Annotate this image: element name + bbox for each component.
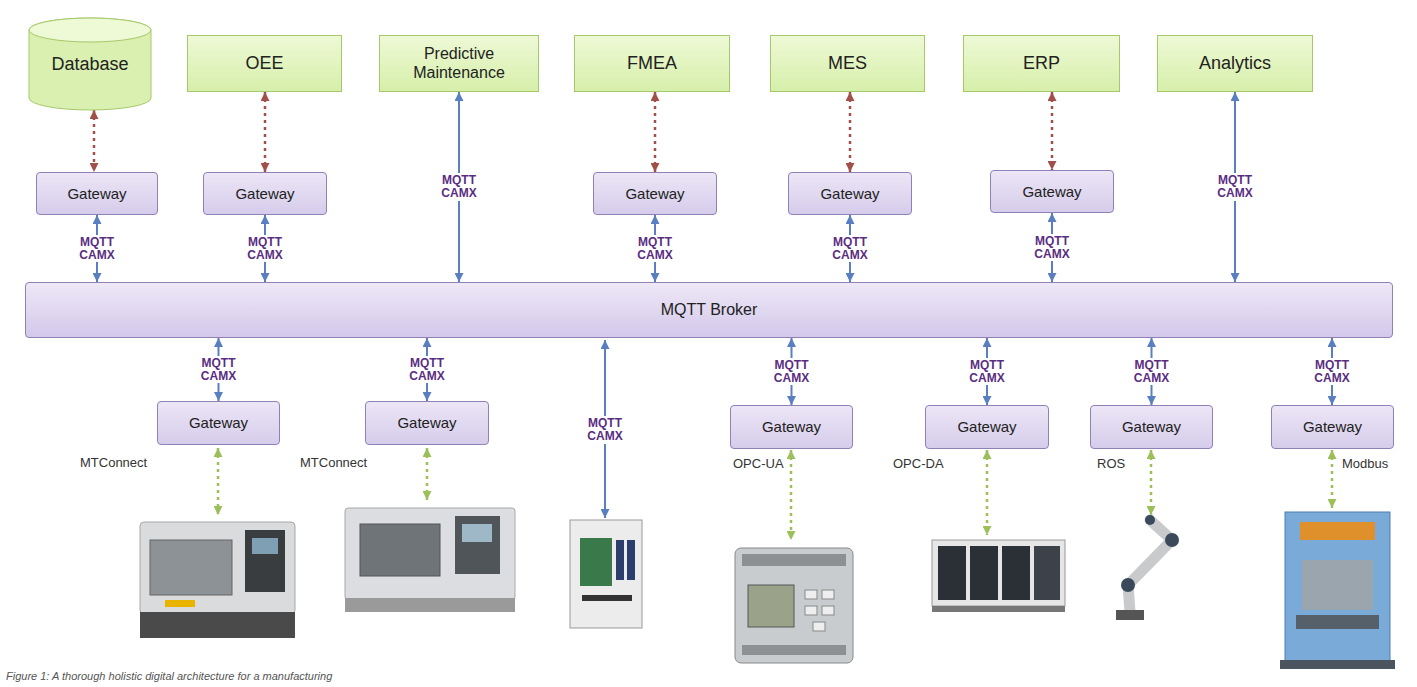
gateway-box: Gateway [157,401,280,445]
dotted-link [93,110,96,172]
node-label: Predictive Maintenance [387,45,531,82]
dotted-link [654,92,657,172]
application-box: MES [770,35,925,92]
application-box: Predictive Maintenance [379,35,539,92]
node-label: ERP [1023,53,1060,74]
protocol-logo: MQTT CAMX [77,235,116,262]
node-label: Gateway [1303,418,1362,435]
plc [735,548,853,663]
node-label: Gateway [235,185,294,202]
gateway-box: Gateway [925,405,1049,449]
node-label: OEE [245,53,283,74]
node-label: Gateway [1122,418,1181,435]
protocol-logo: MQTT CAMX [1312,358,1351,385]
protocol-logo: MQTT CAMX [407,356,446,383]
cnc-lathe [140,522,295,638]
protocol-logo: MQTT CAMX [1132,358,1171,385]
protocol-label: MTConnect [80,455,147,470]
protocol-logo: MQTT CAMX [439,173,478,200]
gateway-box: Gateway [990,170,1114,213]
node-label: MES [828,53,867,74]
protocol-label: OPC-DA [893,456,944,471]
gateway-box: Gateway [365,401,489,445]
node-label: Gateway [762,418,821,435]
protocol-logo: MQTT CAMX [199,356,238,383]
protocol-logo: MQTT CAMX [1032,234,1071,261]
node-label: Gateway [397,414,456,431]
node-label: Gateway [820,185,879,202]
node-label: FMEA [627,53,677,74]
node-label: Gateway [189,414,248,431]
protocol-logo: MQTT CAMX [1215,173,1254,200]
stamping-press [1280,512,1395,669]
application-box: FMEA [574,35,730,92]
broker-band: MQTT Broker [25,282,1393,338]
protocol-logo: MQTT CAMX [585,416,624,443]
gateway-box: Gateway [1090,405,1213,449]
dotted-link [849,92,852,172]
protocol-label: MTConnect [300,455,367,470]
protocol-logo: MQTT CAMX [830,235,869,262]
node-label: MQTT Broker [661,301,758,319]
protocol-logo: MQTT CAMX [772,358,811,385]
node-label: Database [51,54,128,75]
sensor-box [570,520,642,628]
protocol-label: ROS [1097,456,1125,471]
figure-caption: Figure 1: A thorough holistic digital ar… [6,670,332,682]
protocol-logo: MQTT CAMX [967,358,1006,385]
gateway-box: Gateway [203,172,327,215]
gateway-box: Gateway [1271,405,1394,449]
gateway-box: Gateway [730,405,853,449]
plc-rack [932,540,1065,612]
robot-arm [1116,515,1179,620]
application-box: OEE [187,35,342,92]
node-label: Analytics [1199,53,1271,74]
node-label: Gateway [67,185,126,202]
gateway-box: Gateway [36,172,158,215]
node-label: Gateway [1022,183,1081,200]
application-box: ERP [963,35,1120,92]
dotted-link [264,92,267,172]
protocol-label: Modbus [1342,456,1388,471]
cnc-turning-center [345,508,515,612]
dotted-link [1051,92,1054,170]
node-label: Gateway [625,185,684,202]
gateway-box: Gateway [788,172,912,215]
protocol-label: OPC-UA [733,456,784,471]
gateway-box: Gateway [593,172,717,215]
database-cylinder: Database [28,18,152,110]
protocol-logo: MQTT CAMX [635,235,674,262]
application-box: Analytics [1157,35,1313,92]
protocol-logo: MQTT CAMX [245,235,284,262]
node-label: Gateway [957,418,1016,435]
